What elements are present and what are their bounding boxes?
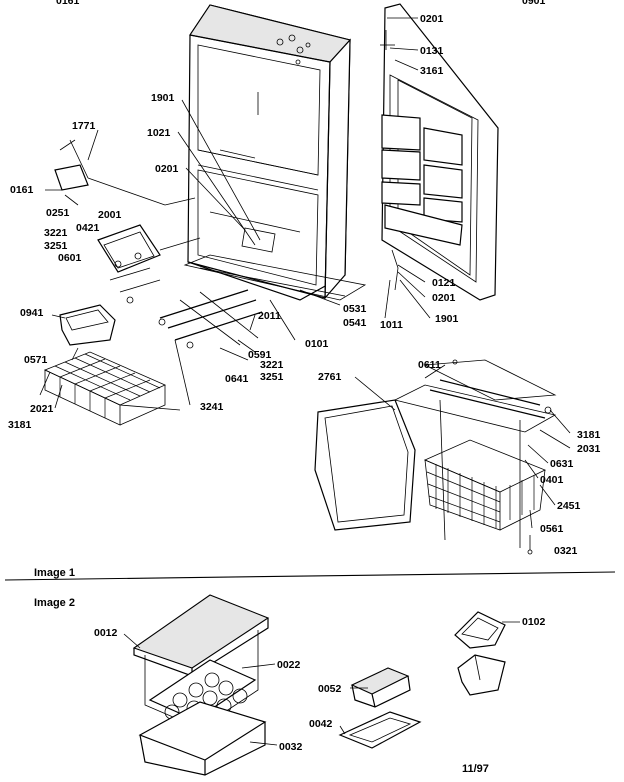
callout-label: 0032: [279, 741, 303, 753]
callout-label: 0571: [24, 354, 48, 366]
callout-label: 2451: [557, 500, 581, 512]
basket-right-grid: [426, 464, 535, 528]
callout-label: 1771: [72, 120, 96, 132]
callout-label: 0101: [305, 338, 329, 350]
top-cut-label-2: 0901: [522, 0, 546, 7]
egg-storage-bin: [132, 594, 270, 776]
leader-lines: [39, 17, 571, 529]
callout-label: 2001: [98, 209, 122, 221]
rail-assembly: [158, 289, 263, 349]
section-label-image1: Image 1: [34, 567, 75, 579]
callouts-image2: 0012 0022 0052 0042 0032 0102: [94, 616, 546, 753]
callouts-image1: 0201 0131 3161 1901 1021 1771 0201 0161 …: [8, 13, 601, 557]
callout-label: 0401: [540, 474, 564, 486]
callout-label: 0421: [76, 222, 100, 234]
callout-label: 0201: [420, 13, 444, 25]
callout-label: 3181: [8, 419, 32, 431]
section-divider: [4, 571, 616, 581]
callout-label: 1011: [380, 319, 403, 331]
callout-label: 0022: [277, 659, 301, 671]
callout-label: 0591: [248, 349, 272, 361]
callout-label: 1901: [435, 313, 459, 325]
callout-label: 3221: [44, 227, 68, 239]
wire-basket-right: [423, 439, 546, 555]
callout-label: 0052: [318, 683, 342, 695]
egg-cups: [164, 672, 248, 724]
callout-label: 3251: [260, 371, 284, 383]
callout-label: 0042: [309, 718, 333, 730]
callout-label: 0201: [432, 292, 456, 304]
leader-lines-image2: [123, 621, 520, 746]
callout-label: 3251: [44, 240, 68, 252]
callout-label: 1021: [147, 127, 171, 139]
top-cut-label-1: 0161: [56, 0, 80, 7]
callout-label: 3181: [577, 429, 601, 441]
callout-label: 0321: [554, 545, 578, 557]
wire-basket-left: [43, 351, 181, 426]
callout-label: 2761: [318, 371, 342, 383]
callout-label: 3161: [420, 65, 444, 77]
callout-label: 0102: [522, 616, 546, 628]
callout-label: 0531: [343, 303, 367, 315]
auger-assembly: [97, 224, 201, 304]
callout-label: 0131: [420, 45, 444, 57]
cabinet: [183, 4, 367, 301]
basket-left-grid: [54, 353, 161, 418]
callout-label: 3221: [260, 359, 284, 371]
callout-label: 0251: [46, 207, 70, 219]
dispenser-part: [454, 611, 506, 696]
callout-label: 3241: [200, 401, 224, 413]
drawer-frame: [393, 359, 557, 548]
ice-bucket: [59, 304, 116, 346]
butter-dish: [338, 667, 422, 749]
ice-maker: [54, 139, 196, 206]
callout-label: 0631: [550, 458, 574, 470]
fridge-door: [380, 3, 499, 301]
date-code: 11/97: [462, 763, 489, 775]
callout-label: 2011: [258, 310, 281, 322]
callout-label: 0641: [225, 373, 249, 385]
section-label-image2: Image 2: [34, 597, 75, 609]
callout-label: 0541: [343, 317, 367, 329]
callout-label: 0611: [418, 359, 441, 371]
callout-label: 2031: [577, 443, 601, 455]
callout-label: 2021: [30, 403, 54, 415]
callout-label: 0561: [540, 523, 564, 535]
callout-label: 0601: [58, 252, 82, 264]
callout-label: 0161: [10, 184, 34, 196]
callout-label: 1901: [151, 92, 175, 104]
image2-group: 0012 0022 0052 0042 0032 0102: [94, 594, 546, 776]
callout-label: 0201: [155, 163, 179, 175]
callout-label: 0012: [94, 627, 118, 639]
image1-group: 0161 0901: [8, 0, 601, 557]
callout-label: 0121: [432, 277, 456, 289]
callout-label: 0941: [20, 307, 44, 319]
freezer-door: [314, 399, 416, 531]
